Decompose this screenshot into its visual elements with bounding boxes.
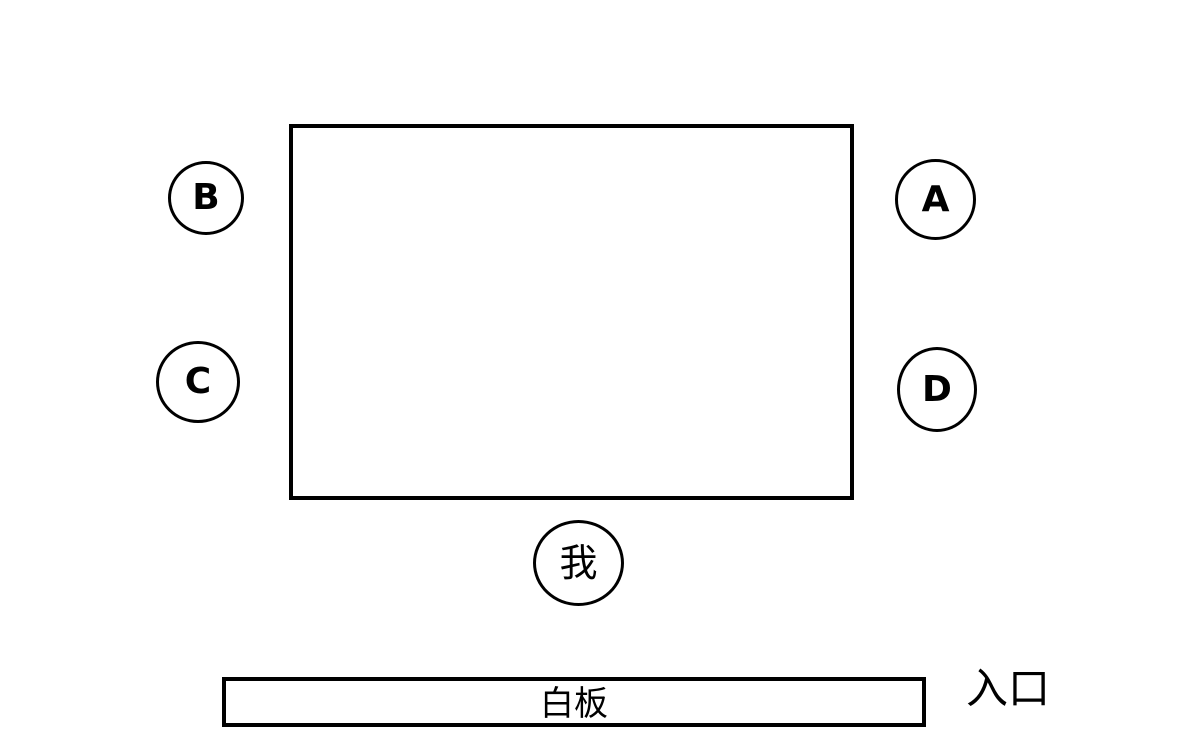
seat-b-label: B	[192, 177, 220, 218]
seat-d-label: D	[922, 368, 952, 410]
meeting-table	[289, 124, 854, 500]
seat-c-label: C	[184, 361, 212, 402]
whiteboard-label: 白板	[540, 684, 608, 724]
seat-c: C	[156, 341, 240, 423]
seat-a: A	[895, 159, 976, 240]
seat-a-label: A	[921, 178, 950, 220]
seat-me: 我	[533, 520, 624, 606]
entrance-label: 入口	[966, 664, 1051, 713]
seat-d: D	[897, 347, 977, 432]
seat-b: B	[168, 161, 244, 235]
whiteboard: 白板	[222, 677, 926, 727]
seat-me-label: 我	[559, 541, 598, 585]
